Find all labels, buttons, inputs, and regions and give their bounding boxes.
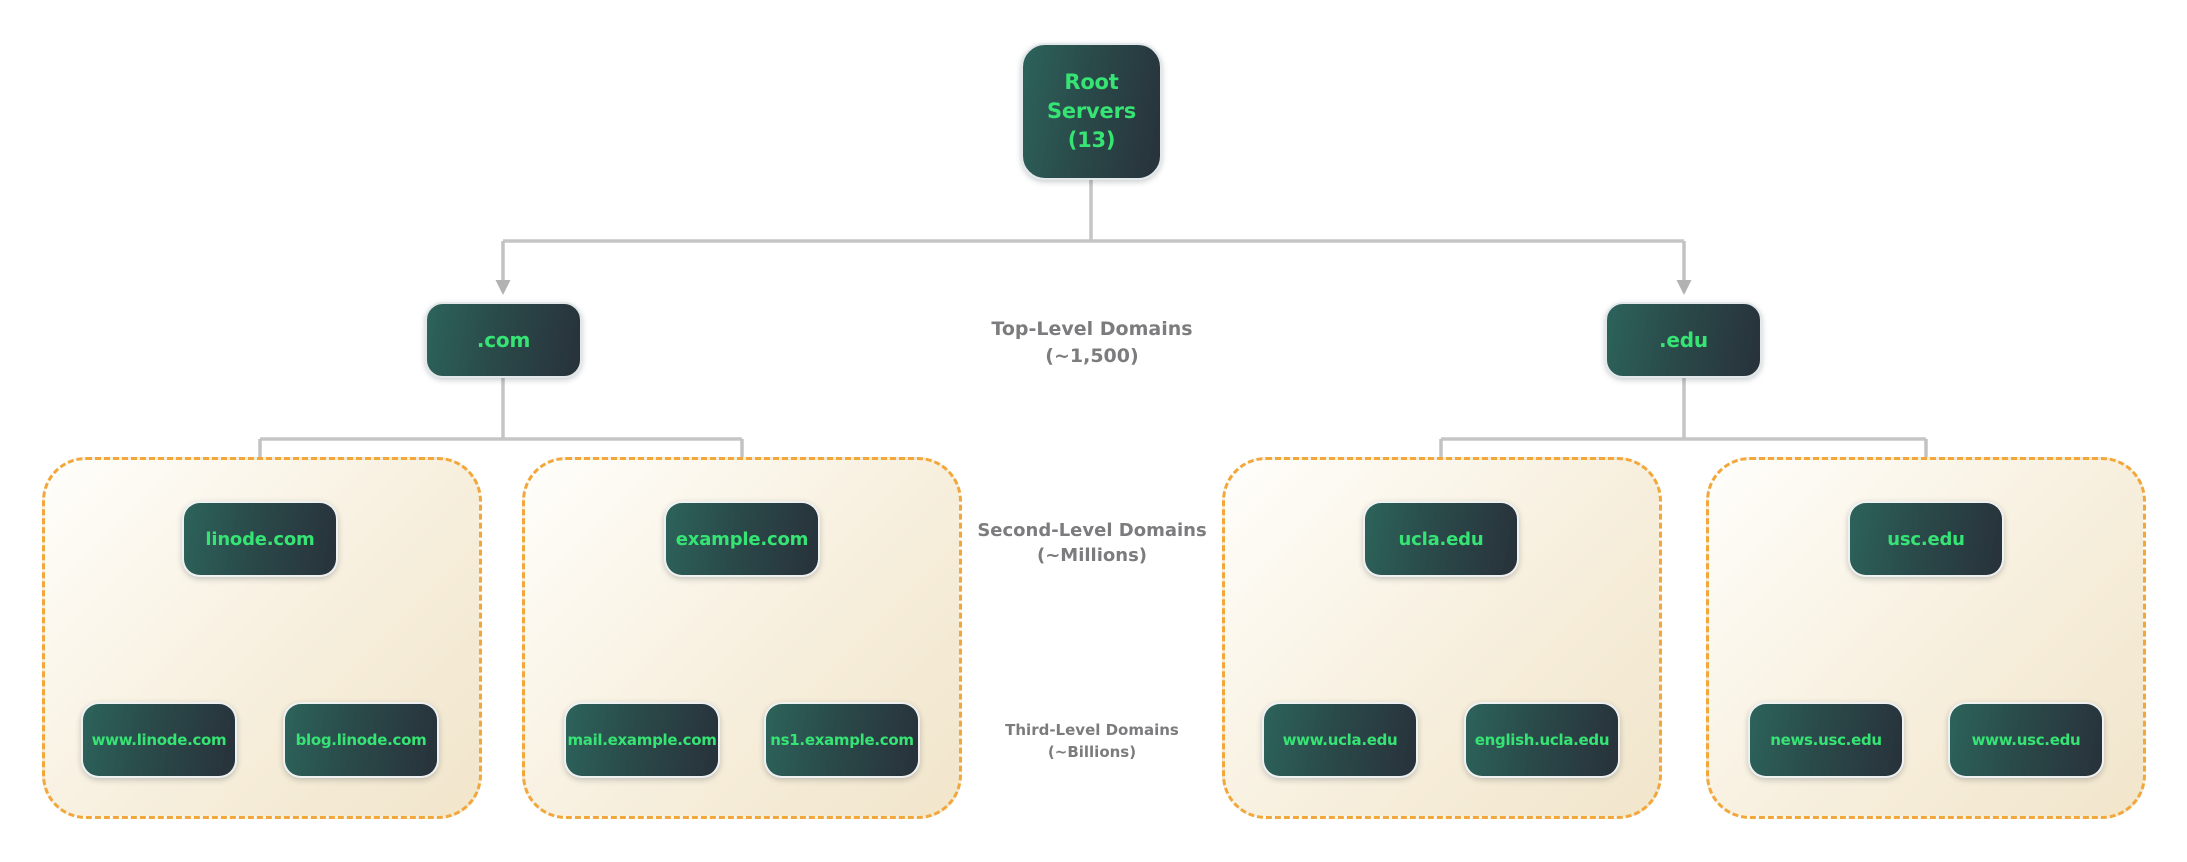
label-second-level-count: (~Millions)	[1036, 545, 1148, 567]
label-second-level-title: Second-Level Domains	[977, 520, 1207, 541]
node-ucla-edu: ucla.edu	[1363, 501, 1519, 577]
node-news-usc-edu: news.usc.edu	[1748, 702, 1904, 778]
node-blog-linode-com: blog.linode.com	[283, 702, 439, 778]
node-root-servers: Root Servers (13)	[1021, 43, 1162, 180]
node-english-ucla-edu: english.ucla.edu	[1464, 702, 1620, 778]
label-second-level-domains: Second-Level Domains (~Millions)	[872, 518, 1312, 568]
connector-root-to-tlds	[495, 180, 1692, 295]
node-usc-edu: usc.edu	[1848, 501, 2004, 577]
node-www-ucla-edu: www.ucla.edu	[1262, 702, 1418, 778]
label-third-level-count: (~Billions)	[1047, 742, 1137, 761]
node-www-linode-com: www.linode.com	[81, 702, 237, 778]
node-tld-com: .com	[425, 302, 582, 378]
node-tld-edu: .edu	[1605, 302, 1762, 378]
node-mail-example-com: mail.example.com	[564, 702, 720, 778]
label-third-level-domains: Third-Level Domains (~Billions)	[872, 720, 1312, 764]
node-example-com: example.com	[664, 501, 820, 577]
label-top-level-title: Top-Level Domains	[991, 318, 1193, 340]
label-top-level-domains: Top-Level Domains (~1,500)	[872, 316, 1312, 369]
node-ns1-example-com: ns1.example.com	[764, 702, 920, 778]
label-top-level-count: (~1,500)	[1045, 344, 1139, 367]
label-third-level-title: Third-Level Domains	[1005, 721, 1179, 739]
node-linode-com: linode.com	[182, 501, 338, 577]
node-www-usc-edu: www.usc.edu	[1948, 702, 2104, 778]
